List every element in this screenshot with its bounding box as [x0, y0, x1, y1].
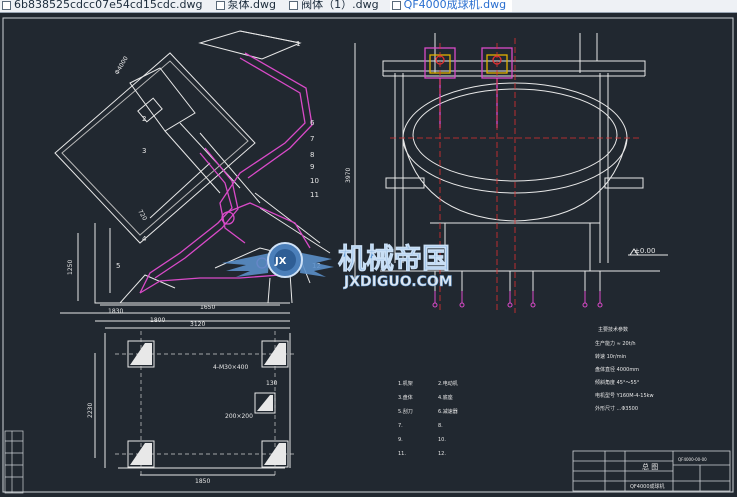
callout-2: 2 [142, 115, 146, 123]
spec-line: 生产能力 ≈ 20t/h [595, 340, 636, 347]
revision-block [4, 430, 24, 494]
spec-line: 转速 10r/min [595, 353, 626, 360]
part-item: 1.机架 [398, 380, 413, 387]
title-block-drawing: QF4000成球机 [630, 483, 665, 490]
dwg-file-icon [289, 1, 299, 10]
part-item: 2.电动机 [438, 380, 458, 387]
spec-line: 电机型号 Y160M-4-15kw [595, 392, 654, 399]
part-item: 7. [398, 423, 403, 429]
part-item: 5.刮刀 [398, 408, 413, 415]
spec-table: 主要技术参数 生产能力 ≈ 20t/h 转速 10r/min 盘体直径 4000… [595, 326, 654, 412]
title-block-name: 总 图 [642, 462, 658, 471]
tab-file-2[interactable]: 泵体.dwg [214, 0, 282, 12]
callout-4: 4 [142, 235, 147, 243]
watermark-cn: 机械帝国 [338, 242, 450, 275]
drawing-border [2, 17, 734, 493]
side-view [54, 30, 356, 322]
dim-1250: 1250 [67, 260, 74, 275]
dim-1650: 1650 [200, 304, 215, 311]
spec-title: 主要技术参数 [598, 326, 628, 333]
callout-5: 5 [116, 262, 120, 270]
dim-1850: 1850 [195, 478, 210, 485]
part-item: 11. [398, 451, 406, 457]
foundation-pockets [130, 343, 286, 465]
dim-1800: 1800 [150, 317, 165, 324]
part-item: 8. [438, 423, 443, 429]
dwg-file-icon [2, 1, 11, 10]
part-item: 12. [438, 451, 446, 457]
side-view-highlight [139, 52, 313, 294]
spec-line: 盘体直径 4000mm [595, 366, 639, 373]
dim-130: 130 [266, 380, 278, 387]
foundation-dimensions: 3120 2230 1850 130 4-M30×400 200×200 [87, 321, 278, 485]
dim-3970: 3970 [345, 168, 352, 183]
part-item: 9. [398, 437, 403, 443]
part-item: 6.减速器 [438, 408, 458, 415]
document-tab-bar: 6b838525cdcc07e54cd15cdc.dwg 泵体.dwg 阀体（1… [0, 0, 737, 13]
watermark: JX 机械帝国 JXDIGUO.COM [222, 242, 453, 290]
tab-label: 6b838525cdcc07e54cd15cdc.dwg [14, 0, 203, 11]
callout-7: 7 [310, 135, 314, 143]
dim-pocket: 200×200 [225, 413, 253, 420]
dim-2230: 2230 [87, 403, 94, 418]
title-block-code: QF4000-00-00 [678, 457, 707, 462]
parts-list: 1.机架 2.电动机 3.盘体 4.底座 5.刮刀 6.减速器 7. 8. 9.… [398, 380, 458, 457]
tab-label: QF4000成球机.dwg [403, 0, 507, 11]
dim-720: 720 [136, 209, 148, 223]
callout-6: 6 [310, 119, 315, 127]
tab-file-4-active[interactable]: QF4000成球机.dwg [389, 0, 513, 12]
foundation-plan [94, 327, 291, 476]
spec-line: 外形尺寸 ...Φ3500 [595, 405, 638, 412]
tab-label: 泵体.dwg [227, 0, 276, 11]
tab-file-3[interactable]: 阀体（1）.dwg [287, 0, 384, 12]
part-item: 10. [438, 437, 446, 443]
callout-8: 8 [310, 151, 314, 159]
dim-bolt: 4-M30×400 [213, 364, 248, 371]
spec-line: 倾斜角度 45°～55° [595, 379, 640, 386]
tab-file-1[interactable]: 6b838525cdcc07e54cd15cdc.dwg [0, 0, 208, 12]
watermark-en: JXDIGUO.COM [343, 274, 453, 290]
level-label: ±0.00 [634, 247, 655, 255]
callout-3: 3 [142, 147, 146, 155]
title-block [572, 450, 731, 492]
dwg-file-icon [215, 1, 225, 10]
dim-3120: 3120 [190, 321, 205, 328]
part-item: 4.底座 [438, 394, 453, 401]
watermark-logo: JX [274, 256, 287, 267]
dwg-file-icon [391, 1, 401, 10]
tab-label: 阀体（1）.dwg [301, 0, 379, 11]
part-item: 3.盘体 [398, 394, 413, 401]
callout-9: 9 [310, 163, 314, 171]
cad-drawing-canvas[interactable]: 1 2 3 4 5 6 7 8 9 10 11 12 Φ4000 720 125… [0, 13, 737, 497]
front-view-center-lines [390, 38, 640, 313]
callout-1: 1 [296, 40, 300, 48]
anchor-bolts [432, 291, 603, 308]
callout-11: 11 [310, 191, 319, 199]
dim-1830: 1830 [108, 308, 123, 315]
callout-10: 10 [310, 177, 319, 185]
